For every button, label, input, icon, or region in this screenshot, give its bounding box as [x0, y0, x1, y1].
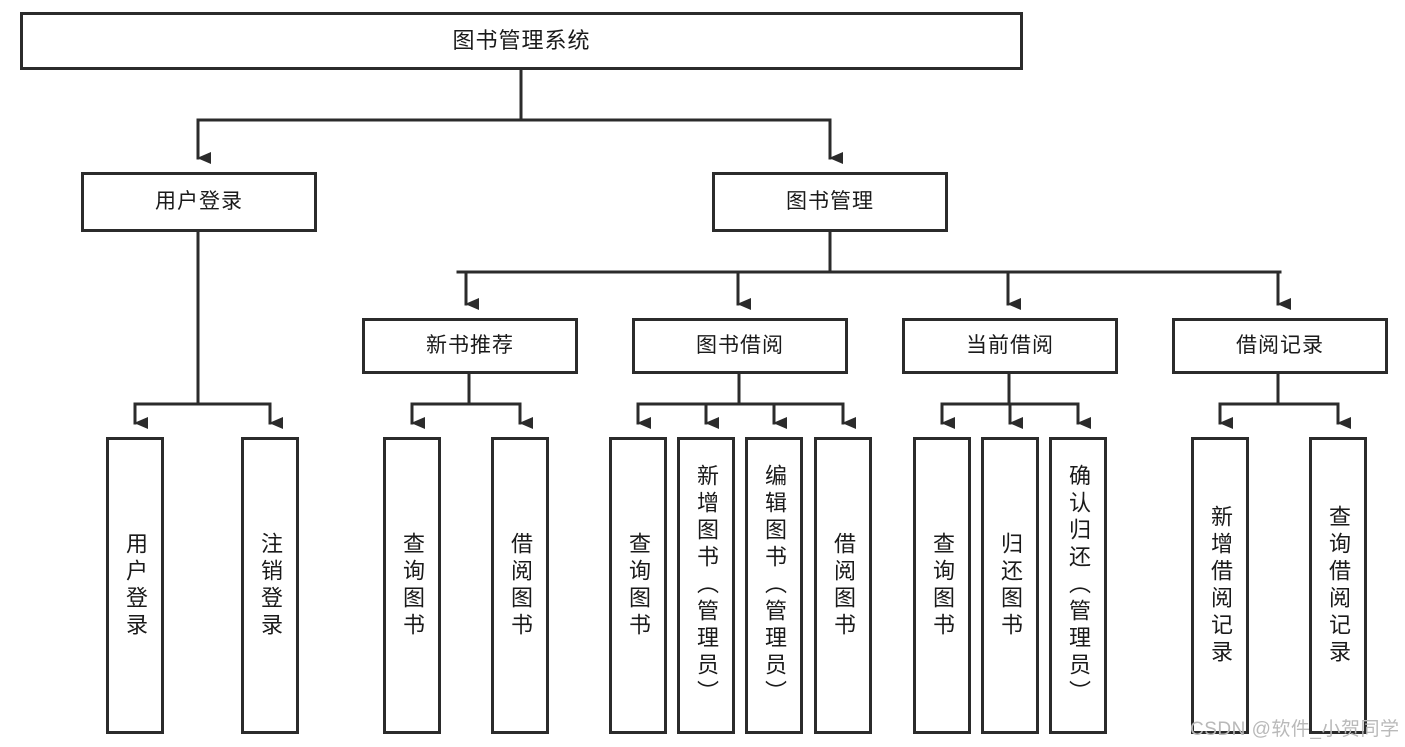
leaf-borrow-book[interactable]: 借阅图书: [814, 437, 872, 734]
node-label: 用户登录: [155, 189, 243, 213]
node-label: 查询借阅记录: [1326, 504, 1351, 667]
leaf-query-borrow-record[interactable]: 查询借阅记录: [1309, 437, 1367, 734]
node-label: 借阅图书: [508, 531, 533, 640]
leaf-query-book-current[interactable]: 查询图书: [913, 437, 971, 734]
leaf-return-book[interactable]: 归还图书: [981, 437, 1039, 734]
node-book-management[interactable]: 图书管理: [712, 172, 948, 232]
node-label: 新增借阅记录: [1208, 504, 1233, 667]
leaf-borrow-book-recommend[interactable]: 借阅图书: [491, 437, 549, 734]
node-label: 查询图书: [626, 531, 651, 640]
node-label: 新书推荐: [426, 333, 514, 357]
leaf-edit-book-admin[interactable]: 编辑图书（管理员）: [745, 437, 803, 734]
node-current-borrow[interactable]: 当前借阅: [902, 318, 1118, 374]
node-new-book-recommend[interactable]: 新书推荐: [362, 318, 578, 374]
node-label: 借阅图书: [831, 531, 856, 640]
leaf-logout-login[interactable]: 注销登录: [241, 437, 299, 734]
csdn-watermark: CSDN @软件_小贺同学: [1190, 719, 1400, 740]
node-label: 图书管理: [786, 189, 874, 213]
node-label: 新增图书（管理员）: [694, 464, 719, 707]
node-root-system[interactable]: 图书管理系统: [20, 12, 1023, 70]
node-label: 查询图书: [930, 531, 955, 640]
node-label: 当前借阅: [966, 333, 1054, 357]
node-label: 图书借阅: [696, 333, 784, 357]
leaf-query-book-recommend[interactable]: 查询图书: [383, 437, 441, 734]
node-book-borrow[interactable]: 图书借阅: [632, 318, 848, 374]
leaf-confirm-return-admin[interactable]: 确认归还（管理员）: [1049, 437, 1107, 734]
leaf-query-book-borrow[interactable]: 查询图书: [609, 437, 667, 734]
node-label: 注销登录: [258, 531, 283, 640]
node-label: 编辑图书（管理员）: [762, 464, 787, 707]
node-label: 图书管理系统: [452, 28, 591, 54]
leaf-user-login[interactable]: 用户登录: [106, 437, 164, 734]
node-label: 查询图书: [400, 531, 425, 640]
leaf-add-borrow-record[interactable]: 新增借阅记录: [1191, 437, 1249, 734]
node-label: 借阅记录: [1236, 333, 1324, 357]
node-label: 用户登录: [123, 531, 148, 640]
node-label: 归还图书: [998, 531, 1023, 640]
node-label: 确认归还（管理员）: [1066, 464, 1091, 707]
node-borrow-record[interactable]: 借阅记录: [1172, 318, 1388, 374]
node-user-login[interactable]: 用户登录: [81, 172, 317, 232]
leaf-add-book-admin[interactable]: 新增图书（管理员）: [677, 437, 735, 734]
